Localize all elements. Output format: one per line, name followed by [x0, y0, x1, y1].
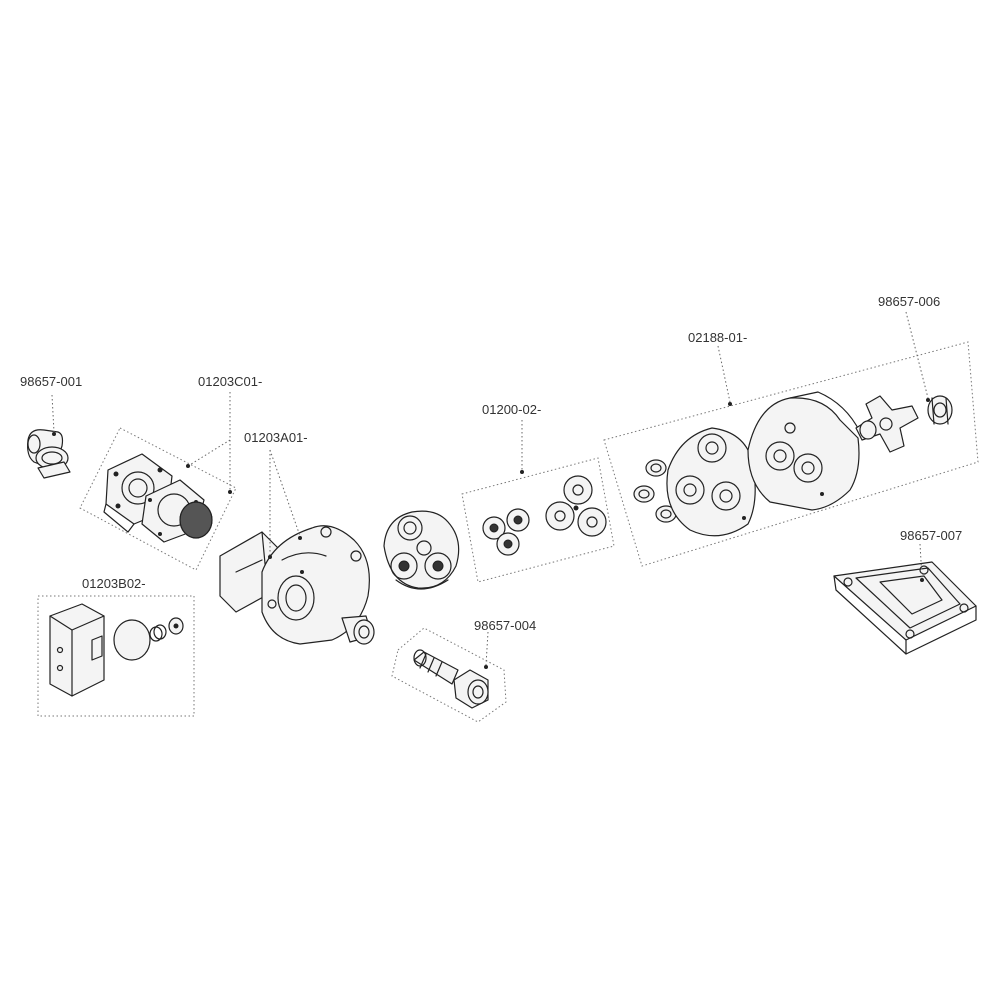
valve-assembly — [383, 510, 460, 590]
label-98657-007: 98657-007 — [900, 528, 962, 543]
label-98657-004: 98657-004 — [474, 618, 536, 633]
group-01203C01 — [79, 427, 237, 571]
group-98657-004 — [391, 627, 507, 723]
group-01200-02 — [461, 457, 615, 583]
wobble-plate — [855, 395, 919, 453]
label-01203A01: 01203A01- — [244, 430, 308, 445]
part-98657-007-mounting-base — [833, 561, 977, 655]
group-02188-01 — [603, 341, 979, 567]
label-02188-01: 02188-01- — [688, 330, 747, 345]
label-01203B02: 01203B02- — [82, 576, 146, 591]
label-98657-006: 98657-006 — [878, 294, 940, 309]
group-01203B02 — [37, 595, 195, 717]
part-98657-001-elbow-fitting — [27, 429, 71, 479]
part-01203A01-pump-head — [219, 525, 375, 645]
label-01203C01: 01203C01- — [198, 374, 262, 389]
label-98657-001: 98657-001 — [20, 374, 82, 389]
part-98657-006-bearing — [927, 395, 953, 425]
label-01200-02: 01200-02- — [482, 402, 541, 417]
